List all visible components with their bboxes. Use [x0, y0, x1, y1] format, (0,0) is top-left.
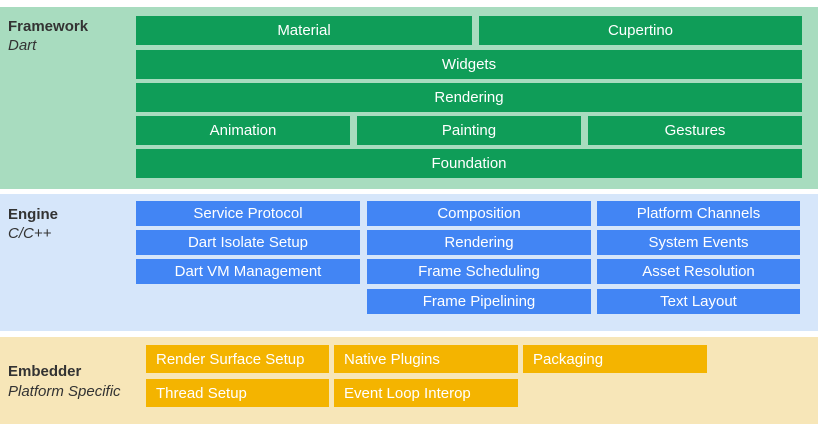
embedder-title: Embedder — [8, 363, 82, 380]
dart-vm-management-box: Dart VM Management — [136, 259, 360, 284]
widgets-box: Widgets — [136, 50, 802, 79]
embedder-layer: Embedder Platform Specific Render Surfac… — [0, 337, 818, 424]
frame-pipelining-box: Frame Pipelining — [367, 289, 591, 314]
gestures-box: Gestures — [588, 116, 802, 145]
animation-box: Animation — [136, 116, 350, 145]
text-layout-box: Text Layout — [597, 289, 800, 314]
cupertino-box: Cupertino — [479, 16, 802, 45]
service-protocol-box: Service Protocol — [136, 201, 360, 226]
composition-box: Composition — [367, 201, 591, 226]
asset-resolution-box: Asset Resolution — [597, 259, 800, 284]
engine-title: Engine — [8, 206, 59, 223]
event-loop-interop-box: Event Loop Interop — [334, 379, 518, 407]
system-events-box: System Events — [597, 230, 800, 255]
thread-setup-box: Thread Setup — [146, 379, 329, 407]
frame-scheduling-box: Frame Scheduling — [367, 259, 591, 284]
engine-subtitle: C/C++ — [8, 225, 52, 242]
embedder-subtitle: Platform Specific — [8, 383, 121, 400]
foundation-box: Foundation — [136, 149, 802, 178]
packaging-box: Packaging — [523, 345, 707, 373]
material-box: Material — [136, 16, 472, 45]
rendering-box: Rendering — [136, 83, 802, 112]
native-plugins-box: Native Plugins — [334, 345, 518, 373]
platform-channels-box: Platform Channels — [597, 201, 800, 226]
engine-layer: Engine C/C++ Service Protocol Compositio… — [0, 194, 818, 331]
engine-rendering-box: Rendering — [367, 230, 591, 255]
framework-layer: Framework Dart Material Cupertino Widget… — [0, 7, 818, 189]
framework-subtitle: Dart — [8, 37, 37, 54]
painting-box: Painting — [357, 116, 581, 145]
dart-isolate-setup-box: Dart Isolate Setup — [136, 230, 360, 255]
render-surface-setup-box: Render Surface Setup — [146, 345, 329, 373]
framework-title: Framework — [8, 18, 89, 35]
